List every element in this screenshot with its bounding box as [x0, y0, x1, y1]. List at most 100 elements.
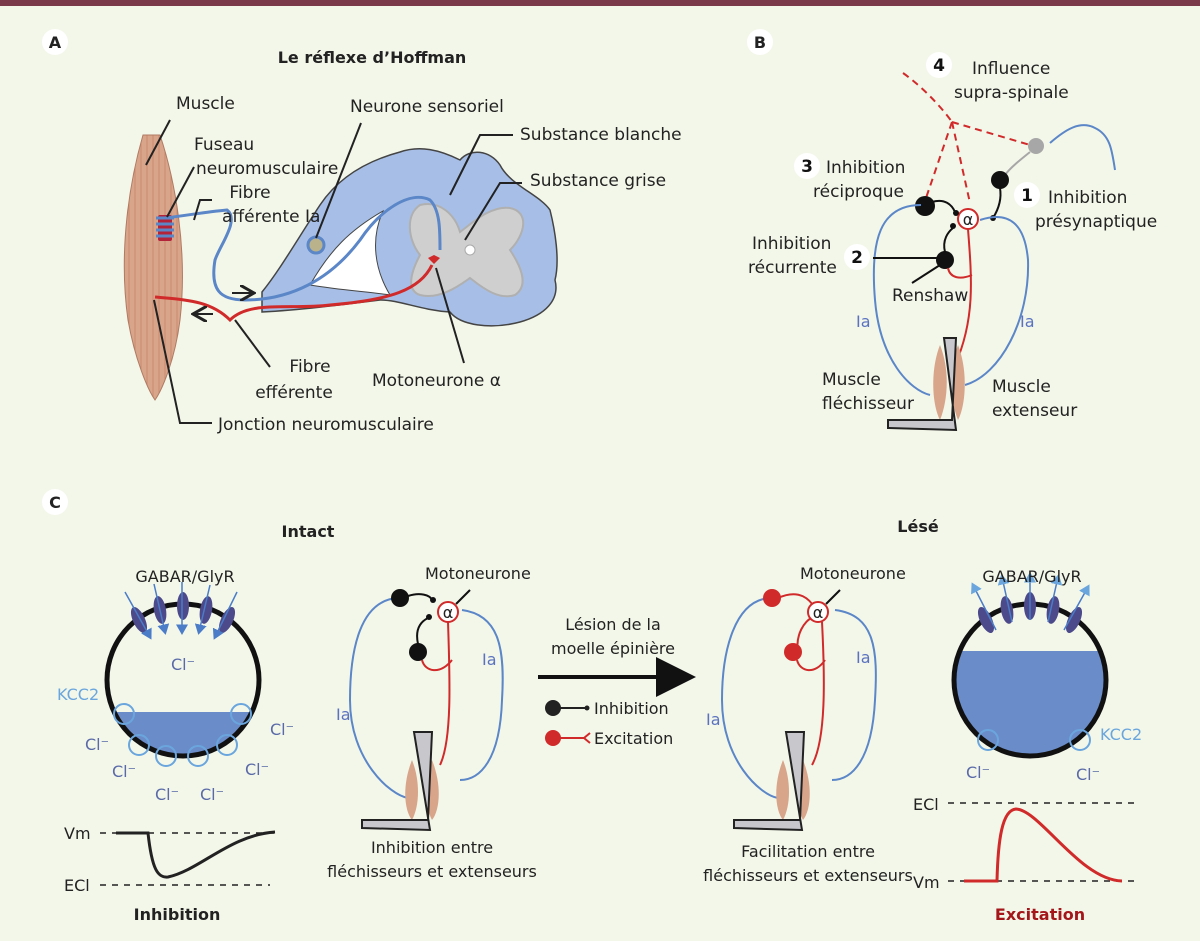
intact-receptor-label: GABAR/GlyR [135, 567, 234, 586]
arrow-label-2: moelle épinière [551, 639, 675, 658]
intact-cell: GABAR/GlyR Cl⁻ KCC2 Cl⁻ Cl⁻ Cl⁻ Cl⁻ Cl⁻ … [57, 567, 294, 804]
label-afferent-2: afférente Ia [222, 207, 320, 227]
panel-c-badge [42, 489, 68, 515]
label-efferent-2: efférente [255, 383, 333, 403]
label-4-line2: supra-spinale [954, 83, 1069, 103]
panel-b-badge [747, 29, 773, 55]
label-1-line1: Inhibition [1048, 188, 1127, 208]
lese-caption-1: Facilitation entre [741, 842, 875, 861]
label-3-line2: réciproque [813, 182, 904, 202]
intact-kcc2-transporters [113, 703, 252, 767]
label-2-line2: récurrente [748, 258, 837, 278]
ia-loop-extensor [964, 215, 1030, 386]
label-afferent-1: Fibre [229, 183, 270, 203]
lese-cl-out-1: Cl⁻ [966, 763, 990, 782]
panel-c-letter: C [49, 493, 61, 512]
lese-trace-title: Excitation [995, 905, 1085, 924]
lese-kcc2-label: KCC2 [1100, 725, 1142, 744]
intact-motoneuron-label: Motoneurone [425, 564, 531, 583]
label-flexor-1: Muscle [822, 370, 881, 390]
label-3-line1: Inhibition [826, 158, 905, 178]
panel-a-leader-lines [145, 119, 522, 424]
flexor-muscle-b [933, 345, 947, 420]
intact-alpha: α [443, 603, 454, 622]
panel-c: C Intact Lésé [42, 489, 1142, 924]
lese-title: Lésé [897, 517, 939, 536]
label-2-line1: Inhibition [752, 234, 831, 254]
label-renshaw: Renshaw [892, 286, 968, 306]
label-flexor-2: fléchisseur [822, 394, 914, 414]
renshaw-cell [936, 251, 954, 269]
label-extensor-2: extenseur [992, 401, 1077, 421]
lese-receptor-label: GABAR/GlyR [982, 567, 1081, 586]
intact-cl-inside: Cl⁻ [171, 655, 195, 674]
presynaptic-inhibitory-neuron [991, 171, 1009, 189]
intact-kcc2-label: KCC2 [57, 685, 99, 704]
lese-ia-right: Ia [856, 648, 871, 667]
intact-cl-out-5: Cl⁻ [245, 760, 269, 779]
lese-motoneuron-label: Motoneurone [800, 564, 906, 583]
label-sensory-neuron: Neurone sensoriel [350, 97, 504, 117]
lese-cl-efflux-arrows [971, 572, 1090, 631]
num-2: 2 [851, 248, 863, 268]
presynaptic-ia-fibre [1049, 124, 1116, 171]
legend-inhibition-swatch [545, 700, 561, 716]
inhibition-curve [116, 830, 276, 879]
supraspinal-pathways [902, 72, 1031, 204]
intact-cl-out-6: Cl⁻ [270, 720, 294, 739]
label-fuseau-2: neuromusculaire [196, 159, 338, 179]
legend-inhibition-label: Inhibition [594, 699, 669, 718]
motoneuron-axon-b [954, 228, 972, 366]
lese-alpha: α [813, 603, 824, 622]
panel-a-letter: A [49, 33, 62, 52]
frame-top-bar [0, 0, 1200, 6]
central-canal [464, 244, 476, 256]
legend-excitation-swatch [545, 730, 561, 746]
label-1-line2: présynaptique [1035, 212, 1157, 232]
afferent-fibre-ia [164, 195, 442, 302]
bone-b [887, 337, 958, 432]
presynaptic-grey-neuron [1028, 138, 1044, 154]
motoneuron-alpha-marker [428, 255, 440, 264]
num-1: 1 [1021, 186, 1033, 206]
num-3: 3 [801, 157, 813, 177]
legend-excitation-label: Excitation [594, 729, 673, 748]
intact-caption-1: Inhibition entre [371, 838, 493, 857]
panel-a-title: Le réflexe d’Hoffman [278, 48, 467, 67]
lese-ia-left: Ia [706, 710, 721, 729]
label-fuseau-1: Fuseau [194, 135, 254, 155]
label-ia-left-b: Ia [856, 312, 871, 331]
muscle-spindle [156, 215, 174, 241]
excitation-trace: ECl Vm Excitation [913, 795, 1135, 924]
lese-cl-out-2: Cl⁻ [1076, 765, 1100, 784]
reciprocal-inhibitory-neuron [915, 196, 935, 216]
intact-ia-right: Ia [482, 650, 497, 669]
intact-cl-out-4: Cl⁻ [200, 785, 224, 804]
intact-vm-label: Vm [64, 824, 91, 843]
intact-circuit: α Motoneurone Ia Ia Inhibition entre flé… [327, 564, 537, 881]
excitation-curve [964, 807, 1123, 883]
sensory-neuron-soma [306, 235, 326, 255]
inhibition-trace: Vm ECl Inhibition [64, 824, 276, 924]
lese-caption-2: fléchisseurs et extenseurs [703, 866, 913, 885]
intact-caption-2: fléchisseurs et extenseurs [327, 862, 537, 881]
label-4-line1: Influence [972, 59, 1050, 79]
label-grey-matter: Substance grise [530, 171, 666, 191]
label-efferent-1: Fibre [289, 357, 330, 377]
label-white-matter: Substance blanche [520, 125, 682, 145]
intact-cl-out-2: Cl⁻ [112, 762, 136, 781]
recurrent-collateral [947, 267, 973, 279]
label-ia-right-b: Ia [1020, 312, 1035, 331]
panel-b: B α [747, 29, 1157, 432]
lese-ecl-label: ECl [913, 795, 939, 814]
intact-title: Intact [282, 522, 335, 541]
lese-vm-label: Vm [913, 873, 940, 892]
leader-renshaw [911, 264, 941, 284]
lese-chloride-level [954, 651, 1106, 756]
lese-cell: GABAR/GlyR KCC2 Cl⁻ Cl⁻ [951, 567, 1142, 784]
intact-cl-out-1: Cl⁻ [85, 735, 109, 754]
intact-receptors [130, 592, 236, 633]
label-nmj: Jonction neuromusculaire [217, 415, 434, 435]
num-4: 4 [933, 56, 945, 76]
panel-b-letter: B [754, 33, 766, 52]
